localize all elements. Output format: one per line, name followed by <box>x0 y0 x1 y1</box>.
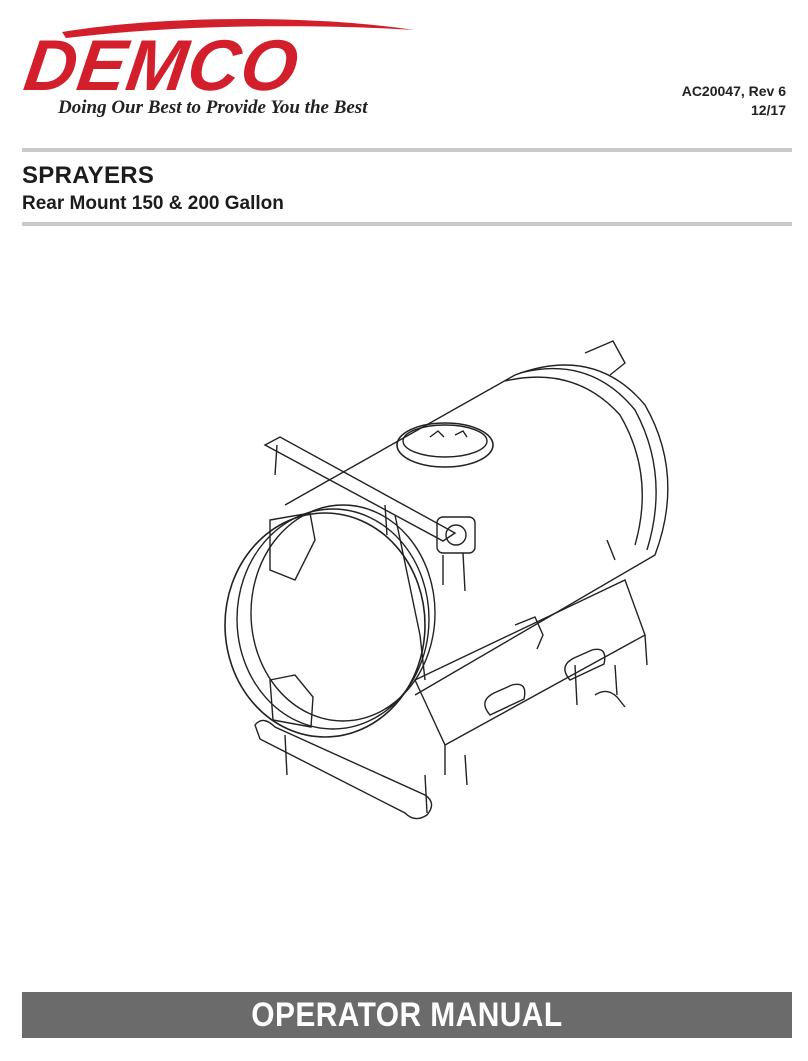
document-number: AC20047, Rev 6 <box>681 83 786 99</box>
page-subtitle: Rear Mount 150 & 200 Gallon <box>22 193 284 214</box>
demco-logo: DEMCO <box>22 19 414 98</box>
tagline: Doing Our Best to Provide You the Best <box>58 97 368 118</box>
page-title: SPRAYERS <box>22 162 155 189</box>
sprayer-illustration <box>224 340 669 820</box>
footer-label: OPERATOR MANUAL <box>251 995 563 1034</box>
document-info: AC20047, Rev 6 12/17 <box>682 82 786 120</box>
divider-top <box>22 148 792 152</box>
svg-text:DEMCO: DEMCO <box>22 26 304 98</box>
document-date: 12/17 <box>750 102 786 118</box>
divider-bottom <box>22 222 792 226</box>
footer-banner: OPERATOR MANUAL <box>22 992 792 1038</box>
